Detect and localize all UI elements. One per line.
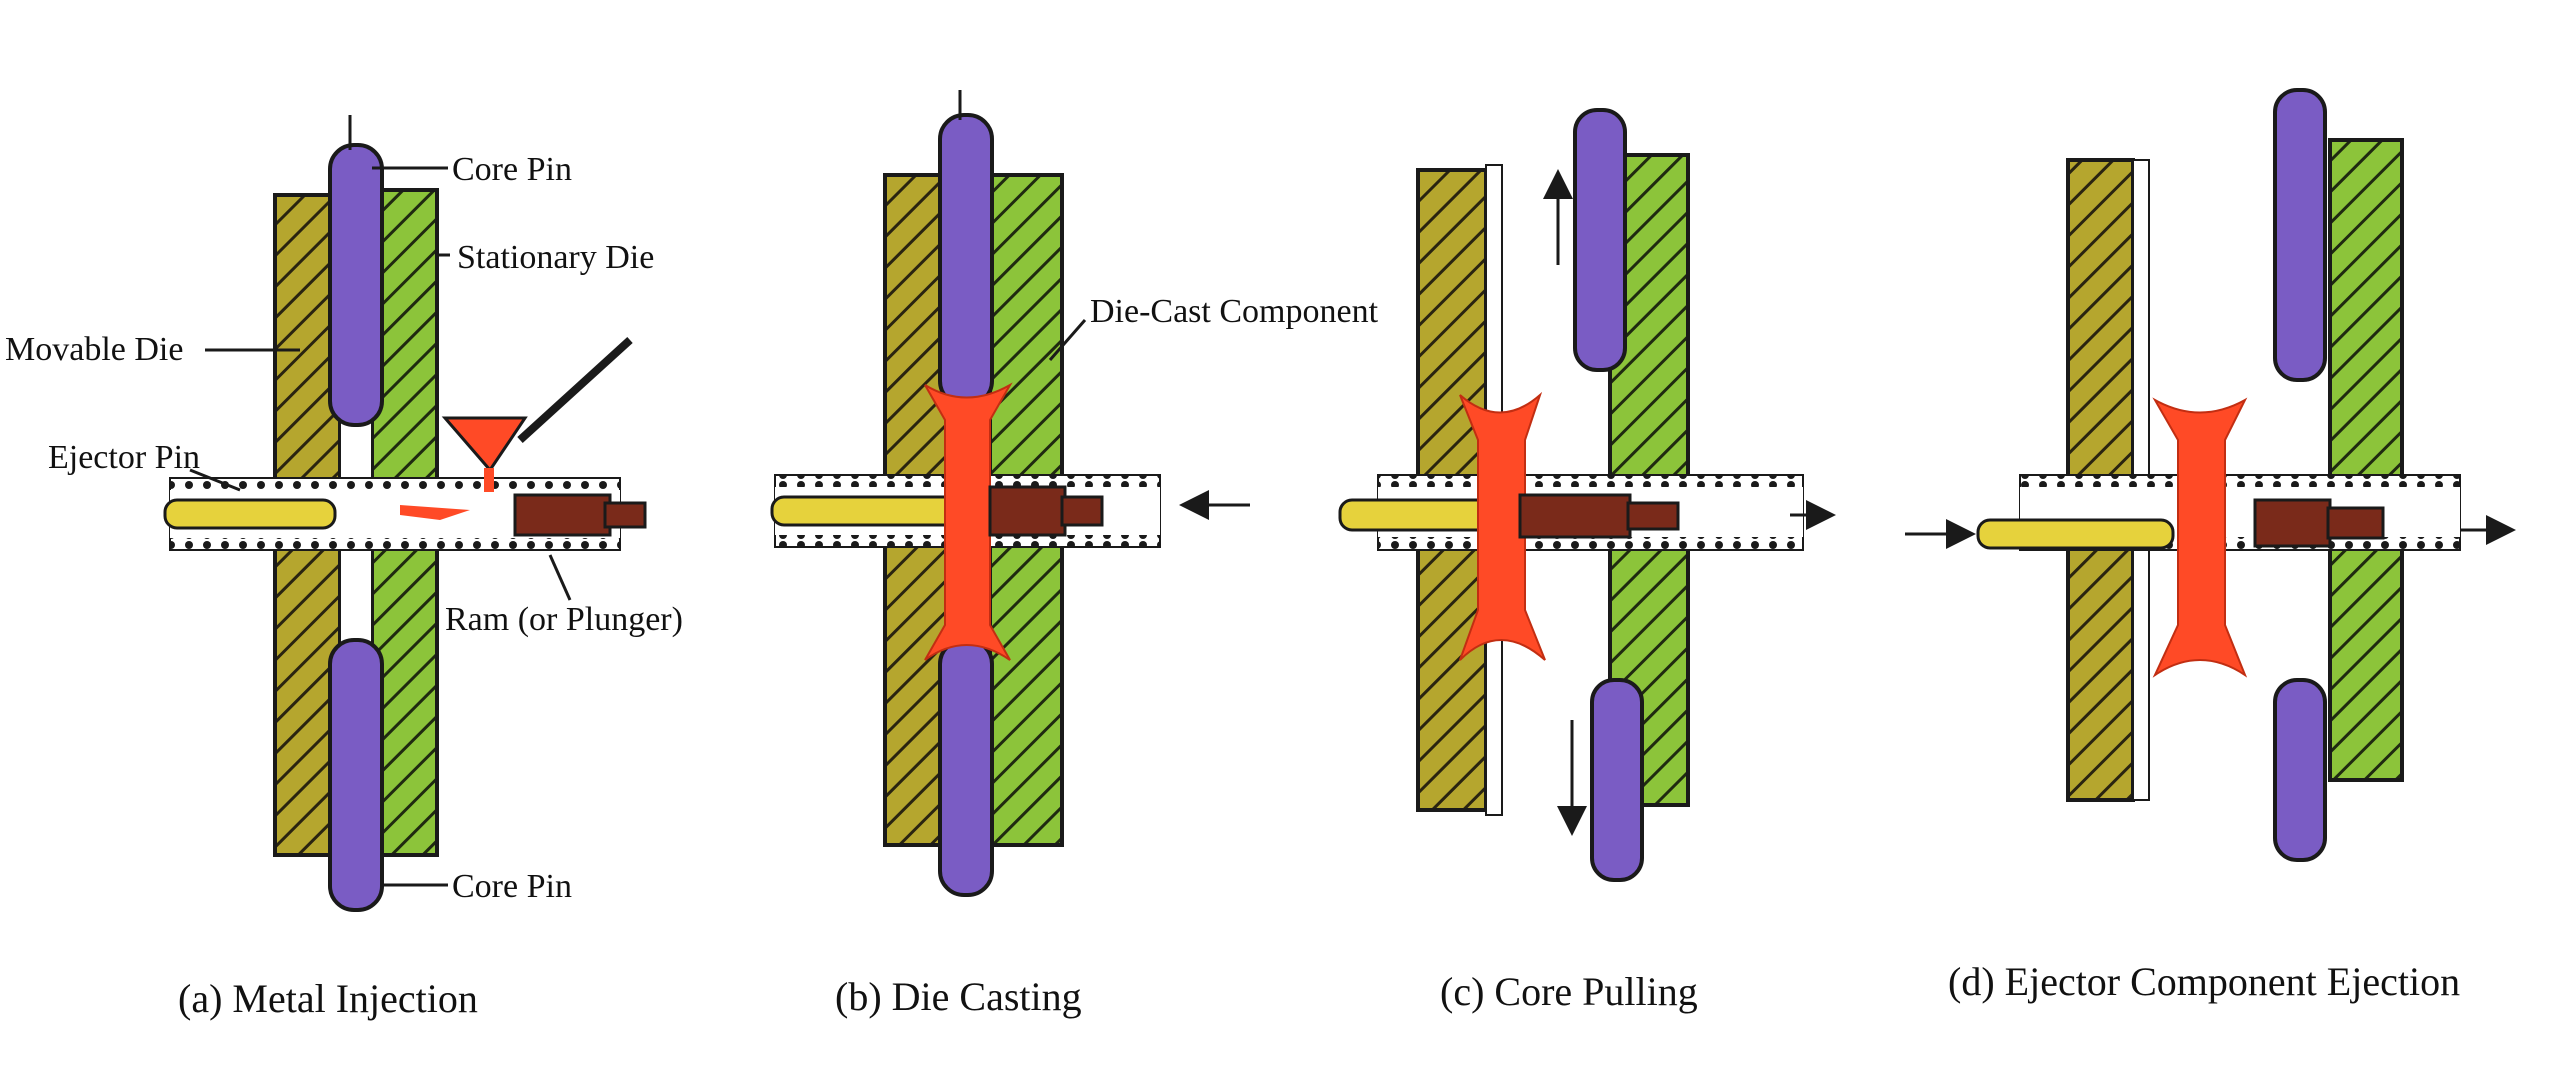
pouring-ladle <box>441 416 528 473</box>
ejector-pin <box>770 495 964 527</box>
panel-die-casting: Die-Cast Component (b) Die Casting <box>770 90 1379 1019</box>
label-ejector-pin: Ejector Pin <box>48 439 200 476</box>
caption-metal-injection: (a) Metal Injection <box>178 976 478 1021</box>
panel-ejector-component-ejection: (d) Ejector Component Ejection <box>1905 88 2516 1004</box>
label-movable-die: Movable Die <box>5 331 183 368</box>
core-pin-bottom <box>328 638 384 912</box>
ejected-die-cast-part <box>2152 397 2248 678</box>
core-pin-bottom <box>938 638 994 897</box>
ejector-pin <box>163 498 337 530</box>
label-ram: Ram (or Plunger) <box>445 601 683 638</box>
caption-core-pulling: (c) Core Pulling <box>1440 969 1698 1014</box>
ram-plunger <box>513 493 612 537</box>
core-pin-top <box>1573 108 1627 372</box>
ram-plunger <box>988 485 1067 537</box>
label-core-pin-top: Core Pin <box>452 151 572 188</box>
stationary-die-block <box>2328 138 2404 782</box>
label-core-pin-bottom: Core Pin <box>452 868 572 905</box>
panel-metal-injection: Core Pin Stationary Die Movable Die Ejec… <box>5 115 683 1021</box>
molten-metal <box>400 505 470 520</box>
label-stationary-die: Stationary Die <box>457 239 654 276</box>
label-die-cast-component: Die-Cast Component <box>1090 293 1379 330</box>
core-pin-top <box>2273 88 2327 382</box>
ram-plunger <box>2253 498 2332 548</box>
core-pin-bottom <box>2273 678 2327 862</box>
core-pin-bottom <box>1590 678 1644 882</box>
caption-ejector-component-ejection: (d) Ejector Component Ejection <box>1948 959 2460 1004</box>
die-cast-part <box>1459 391 1546 661</box>
die-cast-part <box>924 382 1013 661</box>
core-pin-top <box>328 143 384 427</box>
caption-die-casting: (b) Die Casting <box>835 974 1082 1019</box>
ejector-pin <box>1976 518 2175 550</box>
ladle-handle <box>517 337 633 443</box>
core-pin-top <box>938 113 994 407</box>
ram-plunger <box>1518 493 1632 539</box>
panel-core-pulling: (c) Core Pulling <box>1338 108 1836 1014</box>
